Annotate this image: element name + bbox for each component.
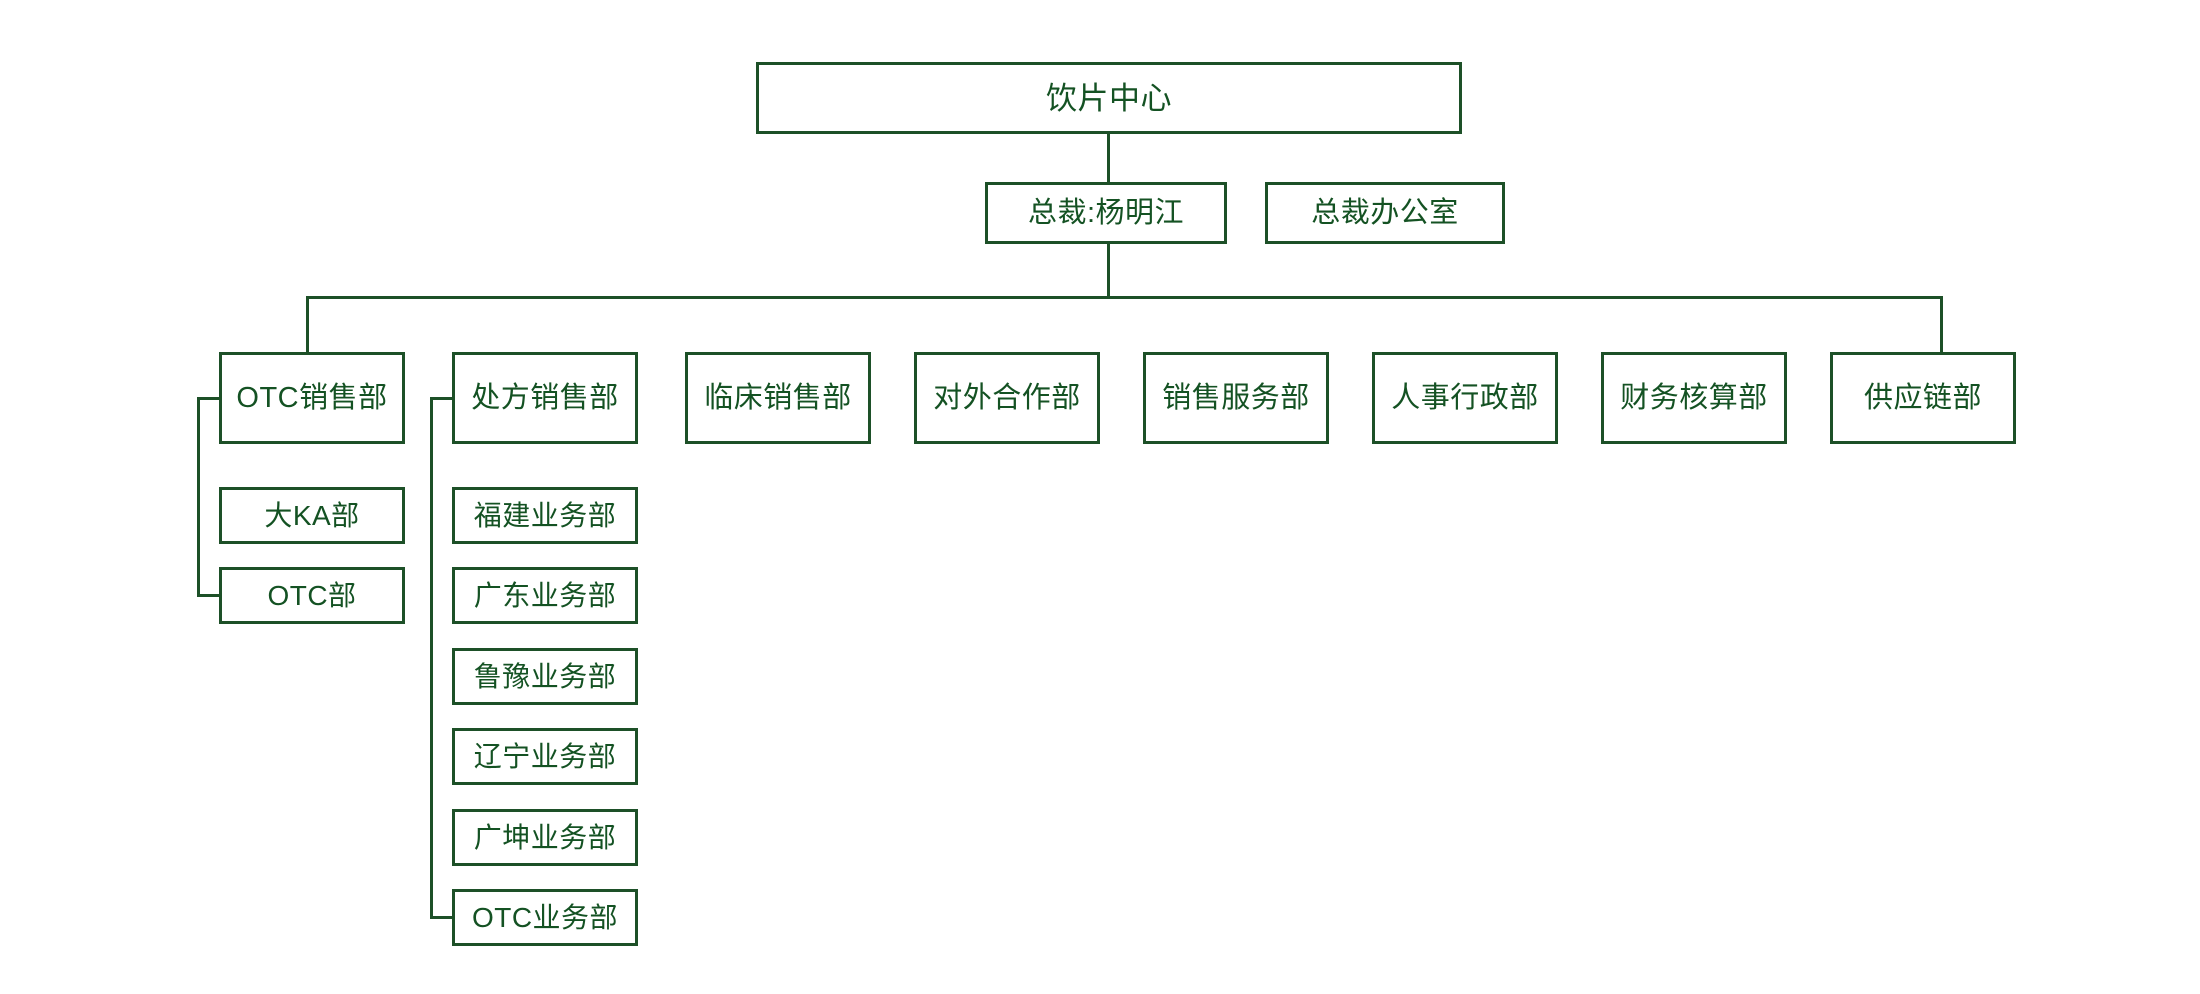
node-department-6-label: 财务核算部 — [1620, 381, 1768, 414]
node-rx-child-3[interactable]: 辽宁业务部 — [452, 728, 638, 785]
node-department-3[interactable]: 对外合作部 — [914, 352, 1100, 444]
node-rx-child-5-label: OTC业务部 — [471, 901, 619, 933]
node-department-4-label: 销售服务部 — [1162, 381, 1310, 414]
node-rx-child-4-label: 广坤业务部 — [473, 821, 617, 853]
node-rx-child-4[interactable]: 广坤业务部 — [452, 809, 638, 866]
node-department-0-label: OTC销售部 — [236, 381, 388, 414]
node-root[interactable]: 饮片中心 — [756, 62, 1462, 134]
node-department-6[interactable]: 财务核算部 — [1601, 352, 1787, 444]
connector-rx-stub-parent — [430, 397, 455, 400]
node-rx-child-5[interactable]: OTC业务部 — [452, 889, 638, 946]
node-department-0[interactable]: OTC销售部 — [219, 352, 405, 444]
node-rx-child-1-label: 广东业务部 — [473, 579, 617, 611]
node-rx-child-2-label: 鲁豫业务部 — [473, 660, 617, 692]
node-department-5-label: 人事行政部 — [1391, 381, 1539, 414]
node-president[interactable]: 总裁:杨明江 — [985, 182, 1227, 244]
node-department-2-label: 临床销售部 — [704, 381, 852, 414]
node-rx-child-2[interactable]: 鲁豫业务部 — [452, 648, 638, 705]
node-root-label: 饮片中心 — [1046, 80, 1172, 116]
node-rx-child-0-label: 福建业务部 — [473, 499, 617, 531]
node-president-office-label: 总裁办公室 — [1311, 196, 1459, 229]
node-rx-child-1[interactable]: 广东业务部 — [452, 567, 638, 624]
node-otc-child-1[interactable]: OTC部 — [219, 567, 405, 624]
node-department-3-label: 对外合作部 — [933, 381, 1081, 414]
node-president-label: 总裁:杨明江 — [1027, 196, 1185, 229]
connector-rx-stub-child-5 — [430, 916, 455, 919]
node-department-7[interactable]: 供应链部 — [1830, 352, 2016, 444]
node-department-7-label: 供应链部 — [1863, 381, 1982, 414]
connector-horizontal-bus — [306, 296, 1943, 299]
connector-bus-to-dept-7 — [1940, 296, 1943, 352]
node-department-5[interactable]: 人事行政部 — [1372, 352, 1558, 444]
connector-otc-stub-parent — [197, 397, 222, 400]
node-department-2[interactable]: 临床销售部 — [685, 352, 871, 444]
node-otc-child-1-label: OTC部 — [267, 579, 357, 611]
node-rx-child-0[interactable]: 福建业务部 — [452, 487, 638, 544]
node-department-1-label: 处方销售部 — [471, 381, 619, 414]
node-otc-child-0[interactable]: 大KA部 — [219, 487, 405, 544]
node-president-office[interactable]: 总裁办公室 — [1265, 182, 1505, 244]
connector-otc-stub-child-1 — [197, 594, 222, 597]
connector-root-to-president — [1107, 134, 1110, 182]
connector-otc-spine — [197, 397, 200, 597]
connector-bus-to-dept-0 — [306, 296, 309, 352]
node-otc-child-0-label: 大KA部 — [264, 499, 360, 531]
node-rx-child-3-label: 辽宁业务部 — [473, 740, 617, 772]
node-department-1[interactable]: 处方销售部 — [452, 352, 638, 444]
connector-rx-spine — [430, 397, 433, 919]
node-department-4[interactable]: 销售服务部 — [1143, 352, 1329, 444]
connector-president-to-bus — [1107, 244, 1110, 296]
